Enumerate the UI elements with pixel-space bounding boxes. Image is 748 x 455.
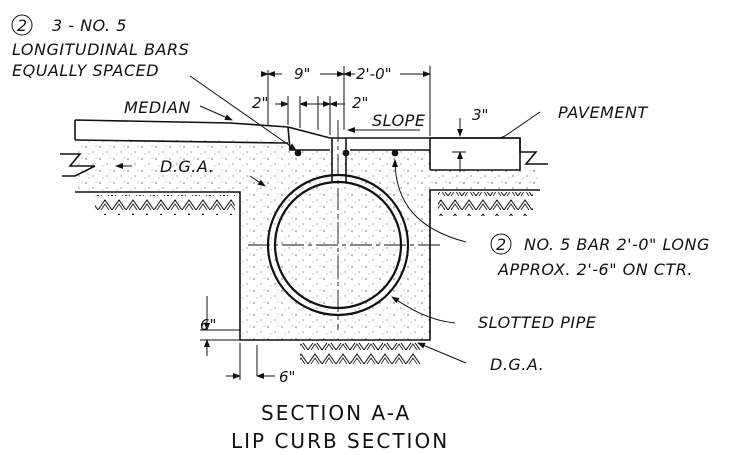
median-surface (74, 119, 289, 128)
median-label: MEDIAN (124, 98, 191, 117)
trench-outline (75, 189, 540, 341)
pavement-label: PAVEMENT (558, 103, 648, 122)
section-subtitle: LIP CURB SECTION (231, 429, 449, 453)
bars-note-line1: 3 - NO. 5 (52, 16, 127, 35)
top-dimensions (261, 66, 431, 136)
bar2-note-line2: APPROX. 2'-6" ON CTR. (497, 260, 693, 279)
six-inch-dimensions (200, 296, 275, 380)
dim-3in: 3" (472, 106, 488, 124)
bar2-note-line1: NO. 5 BAR 2'-0" LONG (524, 235, 710, 254)
break-line-left (60, 153, 96, 177)
break-line-right (519, 138, 548, 165)
callout-circle-bar2 (490, 233, 512, 255)
pavement-and-base (430, 170, 540, 190)
slotted-pipe-label: SLOTTED PIPE (478, 313, 597, 332)
dim-9in: 9" (294, 65, 310, 83)
dim-2in-left: 2" (252, 94, 268, 112)
longitudinal-bars (294, 149, 399, 157)
leader-lines (115, 75, 541, 364)
callout-circle-bars (11, 14, 33, 36)
callout-number-bars: 2 (17, 16, 28, 35)
soil-hatching (95, 192, 533, 365)
section-title: SECTION A-A (261, 401, 411, 425)
dim-2in-right: 2" (352, 94, 368, 112)
dim-2ft: 2'-0" (356, 65, 392, 83)
three-inch-dimension (452, 118, 466, 172)
slope-label: SLOPE (372, 111, 426, 130)
bars-note-line3: EQUALLY SPACED (12, 61, 159, 80)
dga-top-label: D.G.A. (160, 157, 214, 176)
dga-bottom-label: D.G.A. (490, 355, 544, 374)
bars-note-line2: LONGITUDINAL BARS (12, 40, 189, 59)
dga-fill (75, 140, 540, 340)
dim-6in-vertical: 6" (200, 316, 216, 334)
callout-number-bar2: 2 (496, 235, 507, 254)
dim-6in-horizontal: 6" (279, 368, 295, 386)
centerlines (248, 120, 440, 330)
